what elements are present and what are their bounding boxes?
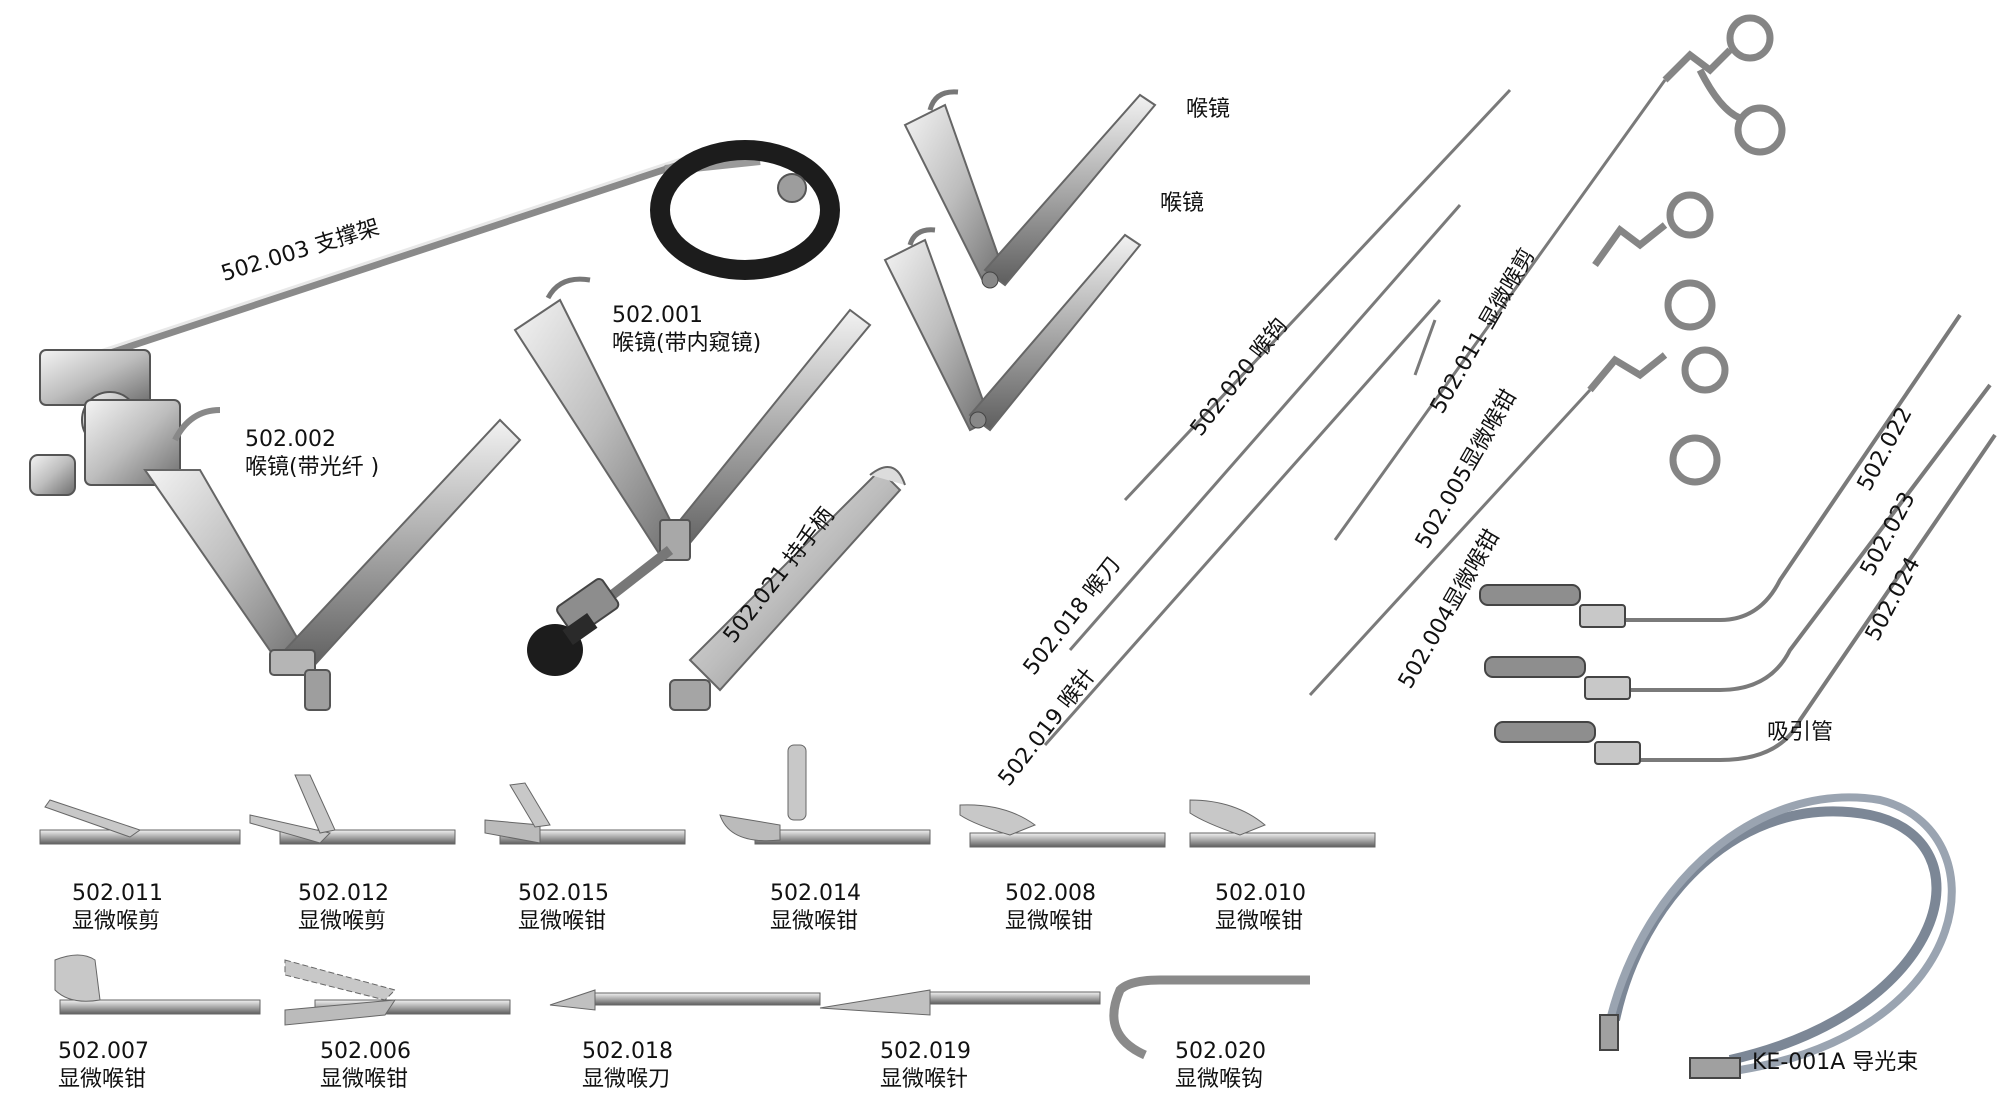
light-cable-image xyxy=(1599,793,1956,1079)
support-frame-image xyxy=(29,140,840,496)
product-code: 502.002 xyxy=(245,427,336,452)
laryngoscope-endoscope-label: 502.001 喉镜(带内窥镜) xyxy=(612,302,761,358)
laryngoscope-endoscope-image xyxy=(513,276,872,676)
suction-tubes-image xyxy=(1479,313,1997,765)
product-name: 喉镜(带光纤 ) xyxy=(245,455,380,480)
finger-rings-image xyxy=(1587,14,1786,486)
light-cable-label: KE-001A 导光束 xyxy=(1752,1050,1919,1075)
handle-image xyxy=(669,466,906,711)
laryngoscope-label-b: 喉镜 xyxy=(1160,191,1205,216)
laryngoscope-label-a: 喉镜 xyxy=(1186,97,1231,122)
laryngoscope-fiber-image xyxy=(143,407,522,711)
long-instruments-image xyxy=(1043,79,1667,746)
laryngoscope-pair-image xyxy=(883,89,1157,432)
suction-tube-label: 吸引管 xyxy=(1767,720,1834,745)
laryngoscope-fiber-label: 502.002 喉镜(带光纤 ) xyxy=(245,426,379,482)
tips-row1-image xyxy=(39,744,1376,848)
product-name: 喉镜(带内窥镜) xyxy=(612,331,762,356)
tips-row2-image xyxy=(54,954,1310,1060)
product-code: 502.001 xyxy=(612,303,703,328)
